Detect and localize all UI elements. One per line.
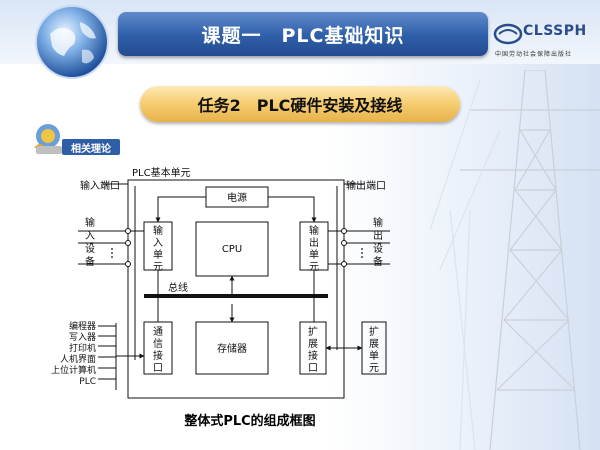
plc-block-diagram: PLC基本单元 电源 CPU 存储器 总线 输入端口 输出端口 输 入 单 元 …: [51, 166, 390, 399]
svg-text:元: 元: [153, 262, 163, 273]
svg-text:扩: 扩: [308, 325, 318, 338]
output-unit-label: 输 出 单 元: [309, 224, 319, 273]
svg-text:元: 元: [369, 363, 379, 374]
bus-line: [144, 294, 328, 298]
svg-text:信: 信: [153, 338, 163, 350]
diagram-caption: 整体式PLC的组成框图: [184, 414, 316, 429]
power-label: 电源: [227, 191, 247, 204]
memory-label: 存储器: [217, 342, 247, 355]
svg-text:单: 单: [309, 249, 319, 261]
output-port-label: 输出端口: [346, 179, 386, 192]
input-unit-label: 输 入 单 元: [153, 224, 163, 273]
output-device-label: 输 出 设 备: [373, 216, 383, 268]
cpu-label: CPU: [222, 244, 242, 255]
svg-text:扩: 扩: [369, 325, 379, 338]
publisher-logo-icon: [493, 23, 523, 45]
expansion-unit-label: 扩 展 单 元: [369, 325, 379, 374]
svg-text:输: 输: [373, 216, 383, 229]
svg-text:设: 设: [85, 243, 95, 255]
svg-text:出: 出: [309, 236, 319, 249]
svg-text:入: 入: [153, 238, 163, 249]
svg-text:通: 通: [153, 326, 163, 338]
input-device-label: 输 入 设 备: [85, 216, 95, 268]
svg-text:元: 元: [309, 262, 319, 273]
plc-base-unit-frame: [127, 179, 345, 399]
comm-interface-label: 通 信 接 口: [153, 326, 163, 374]
task-title: 任务2 PLC硬件安装及接线: [140, 86, 460, 122]
svg-text:口: 口: [308, 363, 318, 374]
svg-text:设: 设: [373, 243, 383, 255]
expansion-interface-label: 扩 展 接 口: [308, 325, 318, 374]
svg-text:单: 单: [153, 249, 163, 261]
svg-text:备: 备: [373, 255, 383, 268]
input-port-label: 输入端口: [80, 179, 120, 192]
svg-text:输: 输: [309, 224, 319, 237]
svg-text:输: 输: [85, 216, 95, 229]
peripheral-list: 编程器 写入器 打印机 人机界面 上位计算机 PLC: [51, 320, 96, 387]
power-tower-decoration: [430, 70, 600, 450]
svg-text:输: 输: [153, 224, 163, 237]
svg-text:人机界面: 人机界面: [60, 353, 96, 365]
svg-text:展: 展: [308, 338, 318, 350]
svg-text:编程器: 编程器: [69, 320, 96, 332]
svg-text:上位计算机: 上位计算机: [51, 364, 96, 376]
svg-text:接: 接: [308, 349, 318, 362]
svg-text:出: 出: [373, 229, 383, 242]
svg-text:入: 入: [85, 231, 95, 242]
svg-text:接: 接: [153, 349, 163, 362]
publisher-logo-text: CLSSPH: [523, 23, 587, 39]
svg-text:写入器: 写入器: [69, 332, 96, 343]
svg-text:打印机: 打印机: [69, 342, 96, 354]
globe-icon: [35, 5, 109, 79]
plc-base-unit-label: PLC基本单元: [132, 166, 191, 179]
page-title: 课题一 PLC基础知识: [118, 12, 488, 56]
svg-text:备: 备: [85, 255, 95, 268]
svg-text:PLC: PLC: [79, 377, 96, 387]
svg-text:单: 单: [369, 350, 379, 362]
section-badge-label: 相关理论: [62, 139, 120, 155]
bus-label: 总线: [168, 281, 188, 294]
publisher-name: 中国劳动社会保障出版社: [495, 51, 573, 58]
svg-text:展: 展: [369, 338, 379, 350]
svg-text:口: 口: [153, 363, 163, 374]
theory-badge-icon: [34, 124, 62, 154]
